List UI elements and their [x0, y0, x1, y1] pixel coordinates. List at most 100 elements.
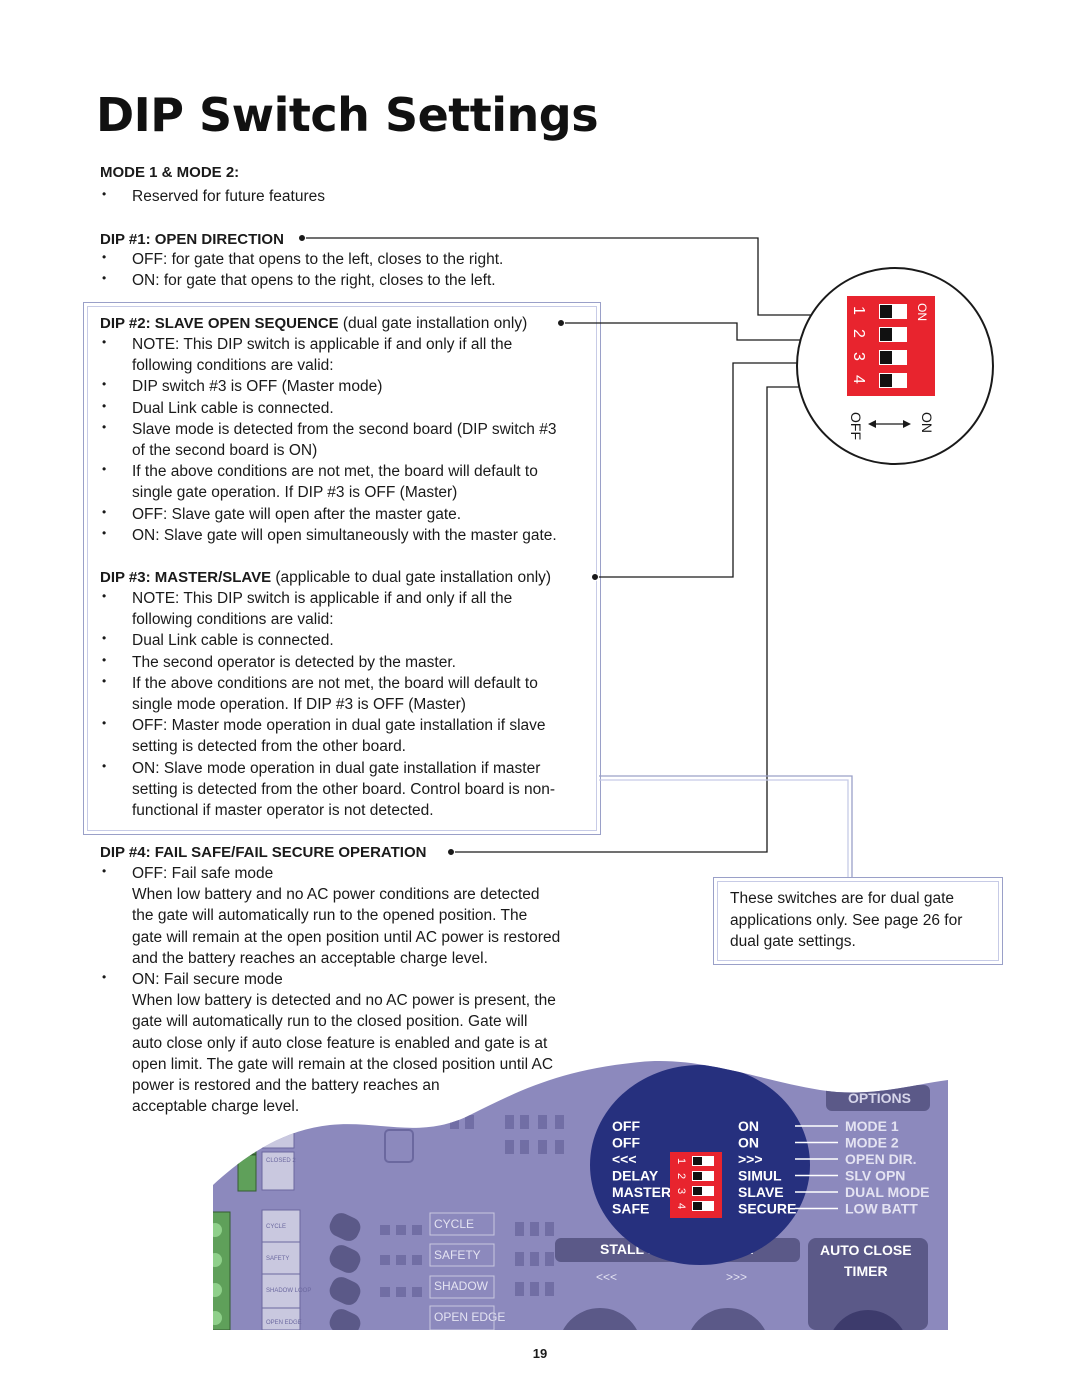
dip3-line: The second operator is detected by the m… — [132, 653, 456, 671]
board-row-label: SLV OPN — [845, 1168, 905, 1184]
board-dip-lever — [693, 1157, 702, 1165]
board-terminal-label: CYCLE — [266, 1224, 286, 1230]
bullet-marker: • — [102, 525, 107, 540]
svg-text:OPTIONS: OPTIONS — [848, 1090, 911, 1106]
dip4-dot — [447, 848, 455, 856]
dip2-line: Slave mode is detected from the second b… — [132, 420, 557, 438]
dip2-header-note: (dual gate installation only) — [342, 315, 528, 332]
dip4-line: acceptable charge level. — [132, 1098, 300, 1116]
dip2-header-bold: DIP #2: SLAVE OPEN SEQUENCE — [100, 315, 339, 332]
board-row-off: MASTER — [612, 1184, 671, 1200]
dip4-line: gate will automatically run to the close… — [132, 1013, 528, 1031]
page-number: 19 — [532, 1346, 548, 1361]
dip3-connector — [595, 362, 832, 578]
dip-switch-number: 1 — [850, 306, 867, 315]
board-dip-slot — [692, 1171, 714, 1181]
bullet-marker: • — [102, 271, 107, 286]
dip3-line: following conditions are valid: — [132, 611, 334, 629]
dip2-line: Dual Link cable is connected. — [132, 399, 334, 417]
board-input-label: OPEN EDGE — [434, 1310, 505, 1324]
bullet-marker: • — [102, 716, 107, 731]
mode-line: Reserved for future features — [132, 188, 325, 205]
dip3-line: setting is detected from the other board… — [132, 738, 406, 756]
bullet-marker: • — [102, 504, 107, 519]
note-connector — [599, 775, 853, 877]
dip2-line: NOTE: This DIP switch is applicable if a… — [132, 336, 513, 353]
board-dip-lever — [693, 1172, 702, 1180]
dip2-header: DIP #2: SLAVE OPEN SEQUENCE (dual gate i… — [100, 315, 527, 333]
dip4-header: DIP #4: FAIL SAFE/FAIL SECURE OPERATION — [100, 844, 427, 861]
board-row-on: SLAVE — [738, 1184, 784, 1200]
board-row-label: LOW BATT — [845, 1201, 918, 1217]
svg-text:TIMER: TIMER — [844, 1263, 888, 1279]
board-row-off: DELAY — [612, 1168, 659, 1184]
dual-gate-note: These switches are for dual gate applica… — [730, 890, 963, 950]
dip4-connector — [451, 386, 832, 853]
dip-switch-lever — [880, 328, 892, 341]
dip2-line: single gate operation. If DIP #3 is OFF … — [132, 484, 458, 502]
board-terminal-label: SHADOW LOOP — [266, 1288, 311, 1294]
bullet-marker: • — [102, 250, 107, 264]
board-terminal-label: SAFETY — [266, 1256, 289, 1262]
dip-switch-number: 4 — [850, 375, 867, 384]
dip-switch-lever — [880, 305, 892, 318]
dip4-line: When low battery is detected and no AC p… — [132, 992, 556, 1010]
dip3-header: DIP #3: MASTER/SLAVE (applicable to dual… — [100, 569, 551, 587]
mode-header: MODE 1 & MODE 2: — [100, 164, 240, 181]
page-title: DIP Switch Settings — [96, 88, 599, 142]
dip4-line: gate will remain at the open position un… — [132, 928, 561, 946]
board-input-label: SAFETY — [434, 1248, 481, 1262]
dip4-line: When low battery and no AC power conditi… — [132, 886, 540, 904]
dip2-line: If the above conditions are not met, the… — [132, 463, 538, 481]
dip4-line: auto close only if auto close feature is… — [132, 1034, 548, 1052]
board-row-off: OFF — [612, 1135, 640, 1151]
dip3-line: ON: Slave mode operation in dual gate in… — [132, 759, 541, 777]
bullet-marker: • — [102, 335, 107, 349]
dip3-line: If the above conditions are not met, the… — [132, 674, 538, 692]
off-arrow-label: OFF — [848, 412, 864, 440]
board-dip-lever — [693, 1187, 702, 1195]
dual-gate-note-box — [713, 877, 1003, 965]
board-dip-number: 3 — [675, 1188, 687, 1194]
bullet-marker: • — [102, 462, 107, 477]
bullet-marker: • — [102, 631, 107, 646]
dip3-header-note: (applicable to dual gate installation on… — [275, 569, 552, 586]
board-dip-lever — [693, 1202, 702, 1210]
board-terminal-label: OPEN EDGE — [266, 1320, 302, 1326]
dip2-line: OFF: Slave gate will open after the mast… — [132, 505, 462, 523]
dip4-line: OFF: Fail safe mode — [132, 865, 274, 882]
board-row-off: SAFE — [612, 1201, 649, 1217]
board-row-on: ON — [738, 1118, 759, 1134]
bullet-marker: • — [102, 673, 107, 688]
board-row-on: SECURE — [738, 1201, 796, 1217]
dip1-header: DIP #1: OPEN DIRECTION — [100, 231, 284, 248]
board-row-label: DUAL MODE — [845, 1184, 930, 1200]
board-dip-number: 4 — [675, 1203, 687, 1209]
dip3-line: setting is detected from the other board… — [132, 780, 556, 798]
bullet-marker: • — [102, 377, 107, 392]
dip3-dot — [591, 573, 599, 581]
board-dip-number: 2 — [675, 1173, 687, 1179]
board-input-label: CYCLE — [434, 1217, 474, 1231]
bullet-marker: • — [102, 398, 107, 413]
dip4-line: ON: Fail secure mode — [132, 971, 283, 988]
dip-switch-number: 2 — [850, 329, 867, 338]
dip4-line: the gate will automatically run to the o… — [132, 907, 528, 925]
board-row-label: MODE 1 — [845, 1118, 899, 1134]
dip3-header-bold: DIP #3: MASTER/SLAVE — [100, 569, 272, 586]
dip3-line: NOTE: This DIP switch is applicable if a… — [132, 590, 513, 607]
svg-text:>>>: >>> — [726, 1270, 747, 1284]
dip4-line: open limit. The gate will remain at the … — [132, 1055, 554, 1073]
board-dip-number: 1 — [675, 1158, 687, 1164]
dip-switch-lever — [880, 374, 892, 387]
dip3-line: single mode operation. If DIP #3 is OFF … — [132, 696, 466, 713]
board-input-label: SHADOW — [434, 1279, 489, 1293]
dip-switch-lever — [880, 351, 892, 364]
dip3-line: Dual Link cable is connected. — [132, 632, 334, 650]
dip-on-text: ON — [915, 303, 929, 321]
bullet-marker: • — [102, 652, 107, 667]
board-row-on: SIMUL — [738, 1168, 782, 1184]
board-terminal-label: CLOSED 1 — [266, 1128, 296, 1134]
